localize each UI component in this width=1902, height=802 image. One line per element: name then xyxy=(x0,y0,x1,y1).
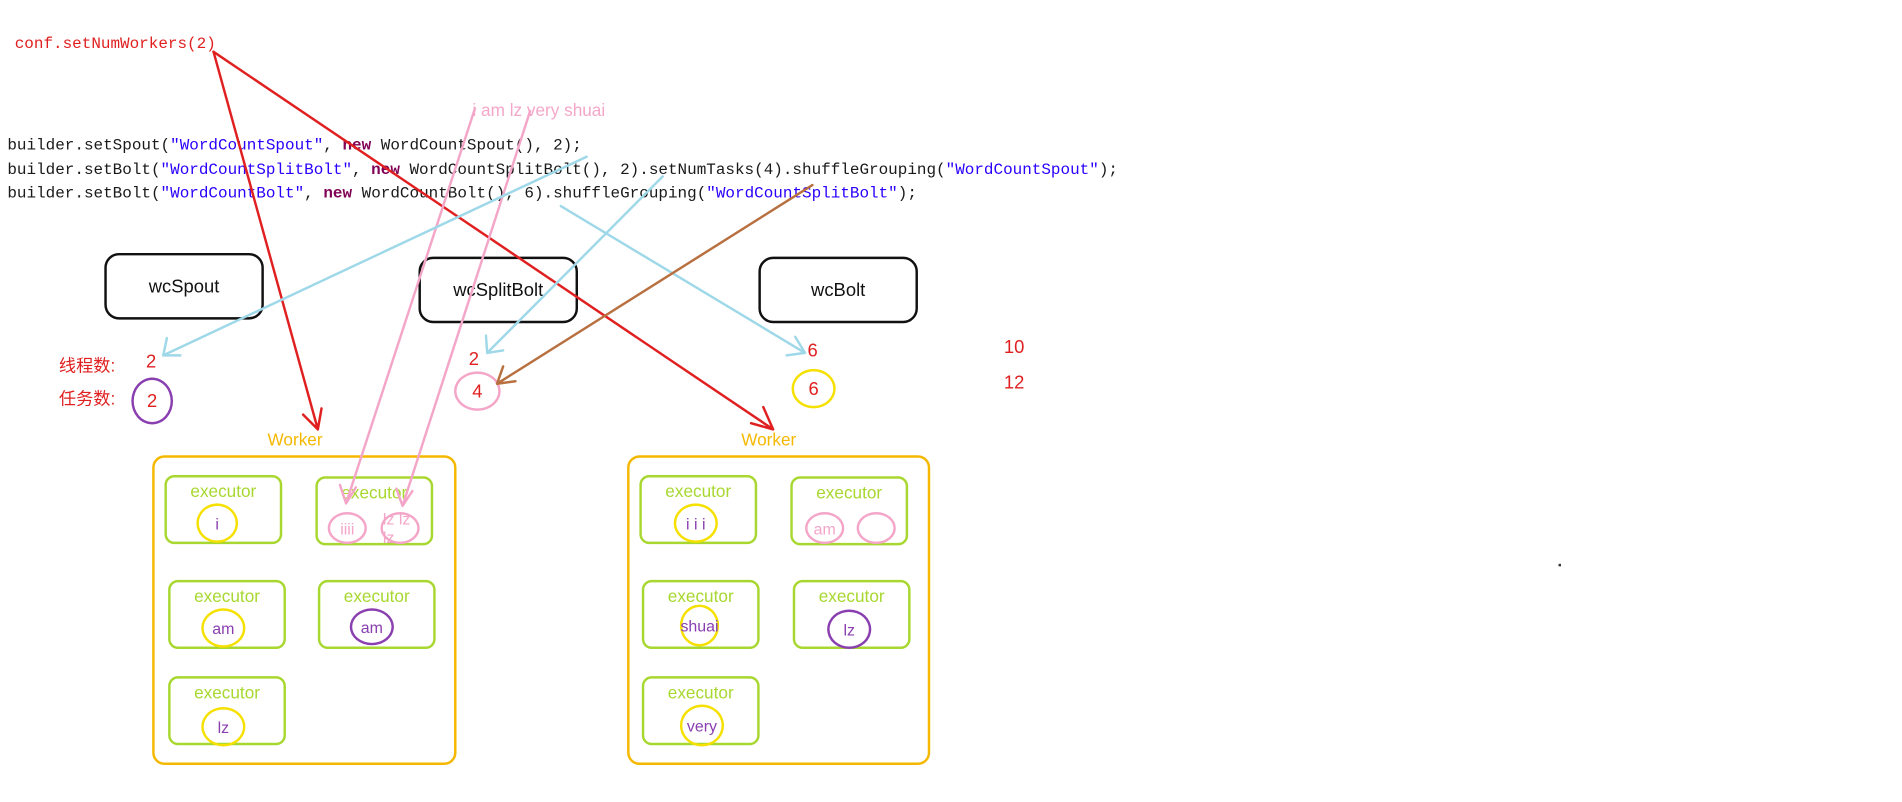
worker-2: executor i i i executor am executor shua… xyxy=(627,455,931,765)
executor-box: executor am xyxy=(790,476,909,546)
code-line-bolt: builder.setBolt("WordCountBolt", new Wor… xyxy=(7,183,917,203)
bolt-tasks-count: 6 xyxy=(791,368,836,409)
input-sentence: i am lz very shuai xyxy=(472,99,606,120)
spout-threads-count: 2 xyxy=(146,351,157,373)
split-tasks-count: 4 xyxy=(454,371,501,411)
worker-1-title: Worker xyxy=(267,429,323,450)
executor-label: executor xyxy=(667,682,734,703)
executor-box: executor lz xyxy=(168,676,286,747)
executor-box: executor am xyxy=(168,579,286,650)
spout-tasks-count: 2 xyxy=(131,377,174,425)
executor-box: executor very xyxy=(641,676,760,747)
total-threads-count: 10 xyxy=(1003,336,1025,358)
executor-label: executor xyxy=(665,481,732,501)
word-token: iiii xyxy=(327,512,367,545)
word-token: lz lz lz xyxy=(380,510,420,547)
split-threads-count: 2 xyxy=(468,349,480,371)
executor-label: executor xyxy=(194,586,260,606)
executor-label: executor xyxy=(816,482,883,503)
word-token: i xyxy=(196,503,239,543)
executor-label: executor xyxy=(818,586,885,606)
executor-box: executor lz xyxy=(792,579,911,650)
wcsplitbolt-box: wcSplitBolt xyxy=(418,256,579,324)
code-line-spout: builder.setSpout("WordCountSpout", new W… xyxy=(7,135,582,155)
word-token xyxy=(856,512,896,545)
executor-label: executor xyxy=(190,481,257,501)
total-tasks-count: 12 xyxy=(1003,372,1025,394)
conf-line: conf.setNumWorkers(2) xyxy=(14,34,216,54)
executor-label: executor xyxy=(343,586,410,606)
bolt-threads-count: 6 xyxy=(807,340,818,362)
executor-box: executor am xyxy=(317,579,436,650)
word-token: am xyxy=(805,512,845,545)
executor-box: executor i xyxy=(164,475,283,545)
worker-1: executor i executor iiii lz lz lz execut… xyxy=(152,455,457,765)
threads-label: 线程数: xyxy=(58,355,116,376)
wcspout-box: wcSpout xyxy=(104,252,264,320)
word-token: very xyxy=(679,704,725,747)
executor-box: executor i i i xyxy=(639,475,758,545)
word-token: lz xyxy=(827,609,872,650)
tasks-label: 任务数: xyxy=(58,388,116,409)
executor-label: executor xyxy=(667,586,734,606)
wcbolt-box: wcBolt xyxy=(758,256,918,324)
word-token: i i i xyxy=(673,503,718,543)
word-token: am xyxy=(349,608,394,646)
executor-box: executor shuai xyxy=(641,579,760,650)
executor-label: executor xyxy=(341,482,408,503)
red-arrow-to-worker-1 xyxy=(212,50,323,431)
word-token: shuai xyxy=(679,604,720,647)
word-token: am xyxy=(201,608,246,648)
word-token: lz xyxy=(201,706,246,747)
executor-label: executor xyxy=(194,682,260,703)
worker-2-title: Worker xyxy=(741,429,797,450)
code-line-split-bolt: builder.setBolt("WordCountSplitBolt", ne… xyxy=(7,160,1118,179)
executor-box: executor iiii lz lz lz xyxy=(315,476,434,547)
stray-dot xyxy=(1558,563,1561,567)
